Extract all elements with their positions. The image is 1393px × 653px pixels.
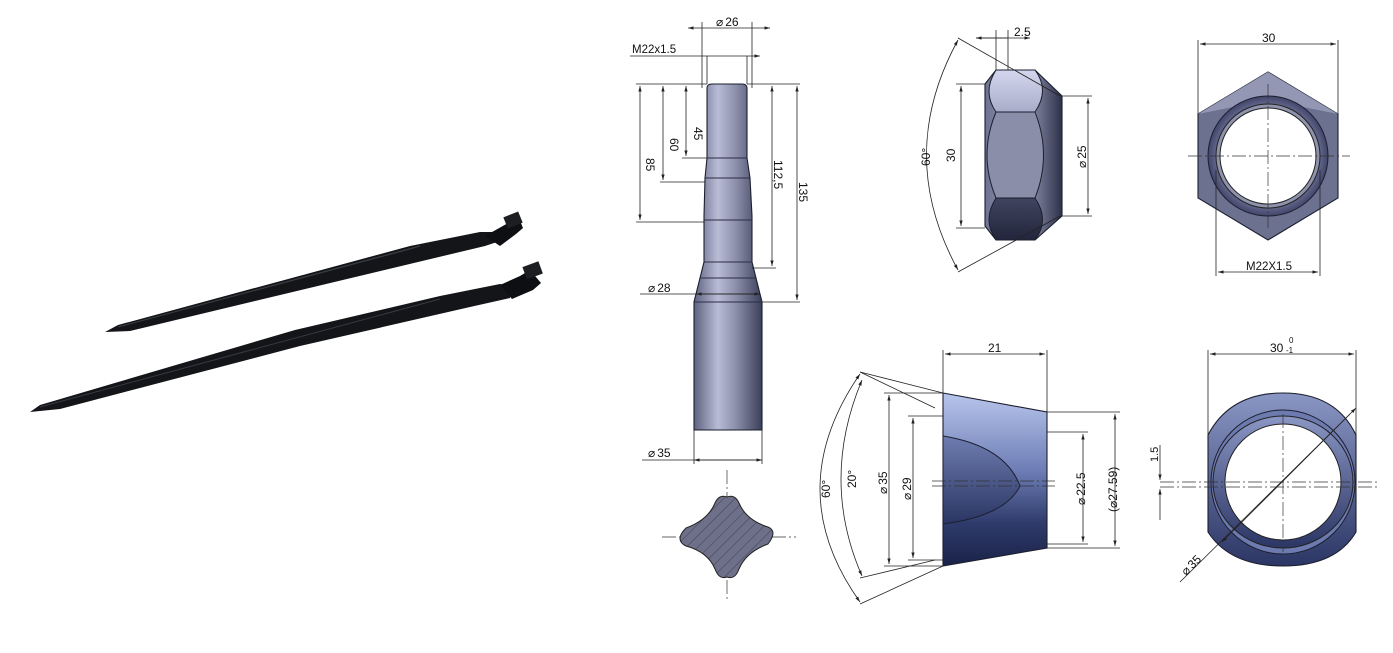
nut-front-view: 30 M22X1.5: [1188, 31, 1350, 276]
spear-d35-label: ⌀35: [648, 446, 671, 460]
spear-d28-label: ⌀28: [648, 281, 671, 295]
nut-chamfer-label: 2.5: [1014, 25, 1031, 39]
spear-thread-label: M22x1.5: [632, 44, 676, 56]
nut-thread-label: M22X1.5: [1246, 261, 1292, 273]
nut-side-view: 2.5 30 ⌀25 60°: [919, 25, 1092, 273]
spear-lower: [30, 261, 543, 412]
spear-drawing: ⌀26 M22x1.5 45 60 85 112,5 135 ⌀28 ⌀35: [630, 15, 810, 602]
spear-upper: [105, 211, 523, 332]
sleeve-tol-lower: -1: [1286, 346, 1294, 355]
nut-d25-label: ⌀25: [1075, 145, 1089, 168]
spear-len85-label: 85: [643, 158, 657, 172]
sleeve-offset-label: 1.5: [1149, 447, 1161, 462]
spear-len45-label: 45: [691, 127, 705, 141]
sleeve-width-label: 30: [1270, 341, 1284, 355]
nut-height-label: 30: [944, 148, 958, 162]
sleeve-front-view: 30 0 -1 1.5 ⌀35: [1149, 336, 1380, 583]
sleeve-length-label: 21: [988, 341, 1002, 355]
sleeve-d22-label: ⌀22.5: [1074, 472, 1088, 505]
nut-angle-label: 60°: [919, 148, 933, 166]
sleeve-d35-label: ⌀35: [876, 471, 890, 494]
sleeve-angle60-label: 60°: [819, 480, 833, 498]
sleeve-front-d35-label: ⌀35: [1178, 552, 1204, 578]
spear-d26-label: ⌀26: [716, 15, 739, 29]
spear-cross-section: [662, 470, 796, 602]
sleeve-d27-label: (⌀27.59): [1106, 467, 1120, 512]
spear-photo: [30, 211, 543, 412]
sleeve-angle20-label: 20°: [845, 470, 859, 488]
sleeve-tol-upper: 0: [1289, 336, 1294, 345]
spear-len60-label: 60: [667, 138, 681, 152]
spear-len112-label: 112,5: [771, 160, 785, 189]
spear-len135-label: 135: [796, 182, 810, 202]
sleeve-side-view: 21 ⌀35 ⌀29 60° 20° ⌀22.5 (⌀27.59): [819, 341, 1120, 605]
nut-width-label: 30: [1262, 31, 1276, 45]
sleeve-d29-label: ⌀29: [900, 477, 914, 500]
